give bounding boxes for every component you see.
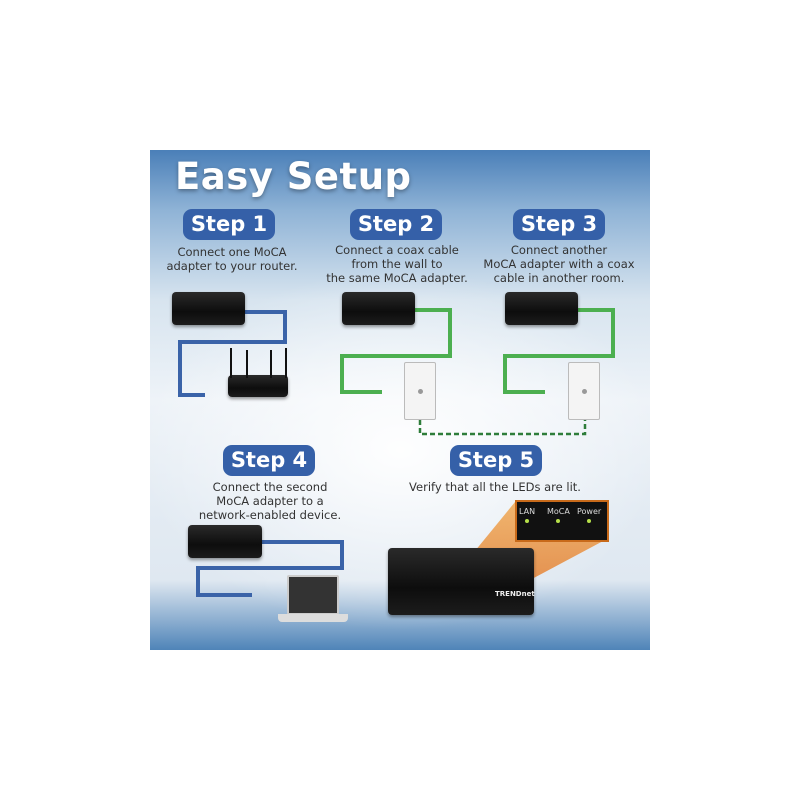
coax-cable-step2 [340,308,452,394]
led-indicator [587,519,592,523]
text-line: MoCA adapter to a [216,494,324,508]
led-indicator [556,519,561,523]
moca-adapter-step1 [172,292,245,325]
text-line: cable in another room. [493,271,625,285]
laptop [287,575,339,615]
text-line: Verify that all the LEDs are lit. [409,480,581,494]
text-line: Connect one MoCA [177,245,287,259]
router [228,375,288,397]
coax-wall-plate [568,362,600,420]
router-antenna [230,348,232,378]
text-line: Connect a coax cable [335,243,459,257]
brand-logo: TRENDnet [495,590,535,598]
text-line: the same MoCA adapter. [326,271,468,285]
step-1-badge: Step 1 [183,209,275,240]
step-3-description: Connect another MoCA adapter with a coax… [474,243,644,285]
step-4-badge: Step 4 [223,445,315,476]
step-5-badge: Step 5 [450,445,542,476]
ethernet-cable-step4 [196,540,344,597]
page-title: Easy Setup [175,155,412,198]
led-panel: LAN MoCA Power [515,500,609,542]
text-line: adapter to your router. [166,259,298,273]
led-indicator [525,519,530,523]
led-label: LAN [519,507,536,516]
moca-adapter-step2 [342,292,415,325]
moca-adapter-step4 [188,525,262,558]
moca-adapter-large [388,548,534,615]
led-label: MoCA [547,507,570,516]
router-antenna [270,350,272,378]
step-5-description: Verify that all the LEDs are lit. [390,480,600,494]
easy-setup-infographic: Easy Setup Step 1 Step 2 Step 3 Step 4 S… [150,150,650,650]
ethernet-cable-step1 [178,310,287,397]
text-line: network-enabled device. [198,508,342,522]
router-antenna [246,350,248,378]
led-lan: LAN [519,507,535,523]
led-label: Power [577,507,602,516]
text-line: Connect another [510,243,608,257]
text-line: Connect the second [212,480,328,494]
moca-adapter-step3 [505,292,578,325]
coax-cable-step3 [503,308,615,394]
step-3-badge: Step 3 [513,209,605,240]
router-antenna [285,348,287,378]
laptop-base [278,614,348,622]
text-line: MoCA adapter with a coax [483,257,635,271]
step-1-description: Connect one MoCA adapter to your router. [150,245,317,273]
led-power: Power [577,507,601,523]
step-4-description: Connect the second MoCA adapter to a net… [185,480,355,522]
led-moca: MoCA [547,507,570,523]
step-2-description: Connect a coax cable from the wall to th… [312,243,482,285]
wall-coax-link [418,420,587,436]
step-2-badge: Step 2 [350,209,442,240]
coax-wall-plate [404,362,436,420]
text-line: from the wall to [351,257,443,271]
